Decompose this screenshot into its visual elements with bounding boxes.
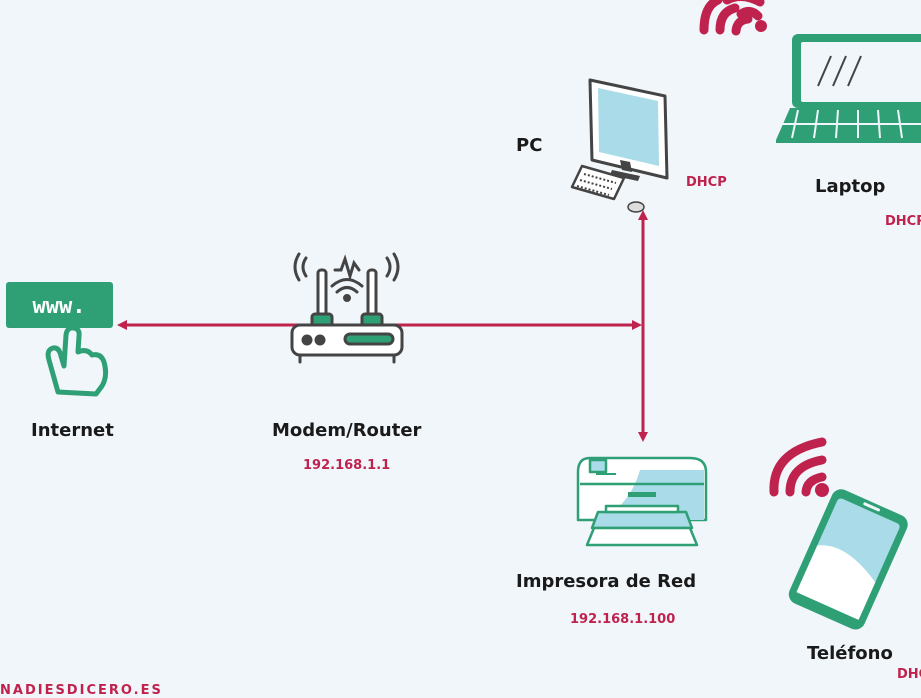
laptop-icon xyxy=(776,34,921,143)
router-icon xyxy=(290,252,404,364)
wifi-icon xyxy=(722,0,767,32)
laptop-address: DHCP xyxy=(885,214,921,229)
wifi-icon xyxy=(699,0,753,36)
printer-address: 192.168.1.100 xyxy=(570,612,676,627)
router-address: 192.168.1.1 xyxy=(303,458,391,473)
internet-label: Internet xyxy=(31,420,114,441)
pc-label: PC xyxy=(516,135,543,156)
desktop-computer-icon xyxy=(570,78,669,213)
pc-address: DHCP xyxy=(686,175,727,190)
www-hand-icon: www. xyxy=(6,282,113,397)
smartphone-icon xyxy=(788,489,908,630)
router-label: Modem/Router xyxy=(272,420,422,441)
phone-label: Teléfono xyxy=(807,643,893,664)
internet-badge-text: www. xyxy=(33,294,86,319)
laptop-label: Laptop xyxy=(815,176,886,197)
printer-label: Impresora de Red xyxy=(516,571,697,592)
wifi-icon xyxy=(769,437,829,497)
printer-icon xyxy=(576,456,708,547)
phone-address: DHCP xyxy=(897,667,921,682)
